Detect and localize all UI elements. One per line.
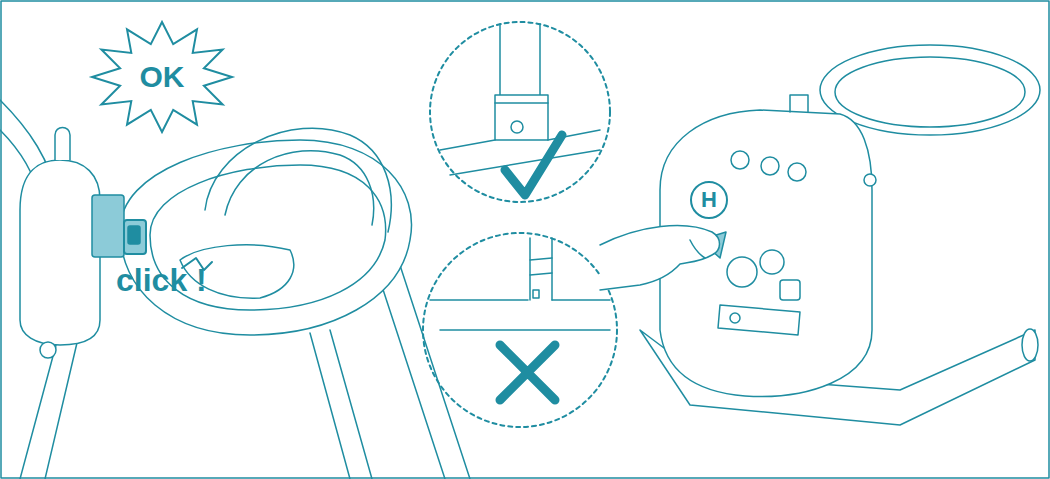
detail-correct-part (440, 130, 600, 175)
walker-left-part (124, 220, 146, 254)
detail-correct-part (500, 24, 540, 95)
walker-left-part (128, 226, 140, 244)
toy-unit-right-part (835, 57, 1025, 127)
detail-correct-part (495, 95, 548, 140)
toy-unit-right-part (727, 257, 757, 287)
toy-unit-right-part (788, 163, 806, 181)
starburst-badge: OK (92, 22, 232, 132)
callout-circle: H (690, 181, 728, 219)
detail-correct-part (505, 135, 562, 195)
detail-correct-part (511, 121, 523, 133)
toy-unit-right-part (761, 157, 779, 175)
callout-text: H (701, 187, 717, 213)
walker-left-part (120, 140, 412, 335)
sound-label: click ! (116, 262, 207, 299)
toy-unit-right-part (864, 174, 876, 186)
toy-unit-right-part (600, 226, 720, 290)
walker-left-part (375, 265, 445, 479)
detail-wrong (423, 233, 617, 427)
detail-correct-part (495, 102, 548, 104)
callout-text: OK (140, 60, 185, 94)
walker-left-part (92, 195, 124, 257)
walker-left-part (395, 250, 470, 479)
toy-unit-right-part (760, 250, 784, 274)
detail-wrong-part (500, 345, 555, 400)
walker-left-part (310, 333, 350, 479)
detail-correct (430, 22, 610, 202)
detail-wrong-part (530, 238, 552, 300)
toy-unit-right-part (1022, 329, 1038, 361)
toy-unit-right-part (730, 313, 740, 323)
walker-left-part (40, 342, 56, 358)
toy-unit-right (600, 45, 1040, 425)
walker-left-part (225, 151, 374, 225)
detail-wrong-part (423, 233, 617, 427)
detail-wrong-part (530, 258, 552, 275)
toy-unit-right-part (780, 280, 800, 300)
toy-unit-right-part (790, 95, 808, 112)
outline-shape (691, 182, 727, 218)
walker-left (0, 100, 470, 479)
detail-wrong-part (430, 300, 610, 330)
detail-wrong-part (533, 290, 539, 298)
toy-unit-right-part (690, 240, 705, 258)
walker-left-part (55, 128, 70, 161)
walker-left-part (330, 330, 372, 479)
walker-left-part (205, 128, 391, 232)
outline-shape (92, 22, 232, 132)
detail-correct-part (430, 22, 610, 202)
toy-unit-right-part (731, 151, 749, 169)
walker-left-part (20, 160, 100, 345)
toy-unit-right-part (718, 305, 800, 335)
walker-left-part (20, 330, 60, 479)
